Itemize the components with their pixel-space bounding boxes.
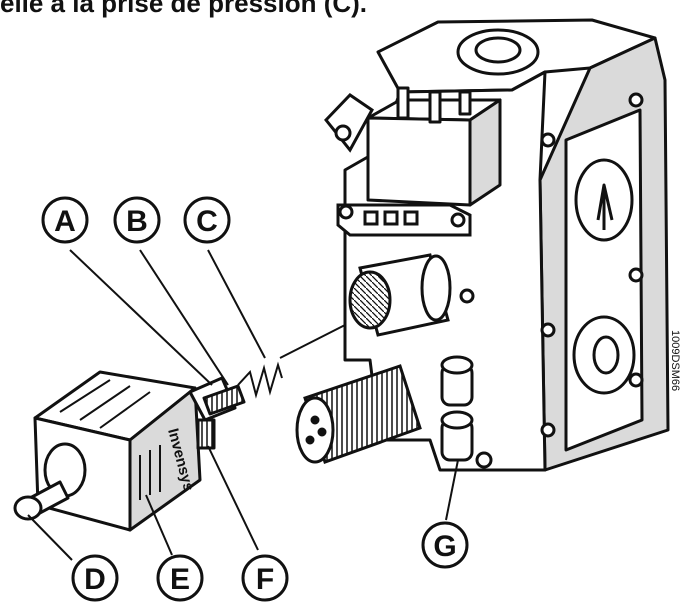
callout-f: F xyxy=(241,554,289,602)
pressure-line xyxy=(279,324,346,359)
screw-thread xyxy=(237,361,283,399)
pressure-tap xyxy=(440,355,474,462)
svg-text:E: E xyxy=(170,563,190,596)
svg-text:G: G xyxy=(433,530,456,563)
svg-text:A: A xyxy=(54,205,76,238)
callout-b: B xyxy=(113,196,161,244)
mounting-ear xyxy=(324,93,374,153)
callout-g: G xyxy=(421,521,469,569)
pressure-switch xyxy=(13,370,246,532)
callout-c: C xyxy=(183,196,231,244)
svg-text:F: F xyxy=(256,563,274,596)
knurled-adjuster xyxy=(295,364,422,464)
leader-lines xyxy=(27,249,459,561)
caption-text: elle à la prise de pression (C). xyxy=(0,0,368,18)
svg-text:B: B xyxy=(126,205,148,238)
outlet-fitting xyxy=(348,253,475,337)
svg-text:D: D xyxy=(84,563,106,596)
electrical-connector xyxy=(366,86,502,207)
svg-text:C: C xyxy=(196,205,218,238)
mounting-bracket xyxy=(336,203,472,237)
callout-d: D xyxy=(71,554,119,602)
callout-a: A xyxy=(41,196,89,244)
callout-e: E xyxy=(156,554,204,602)
doc-reference: 1009DSM66 xyxy=(669,330,681,391)
